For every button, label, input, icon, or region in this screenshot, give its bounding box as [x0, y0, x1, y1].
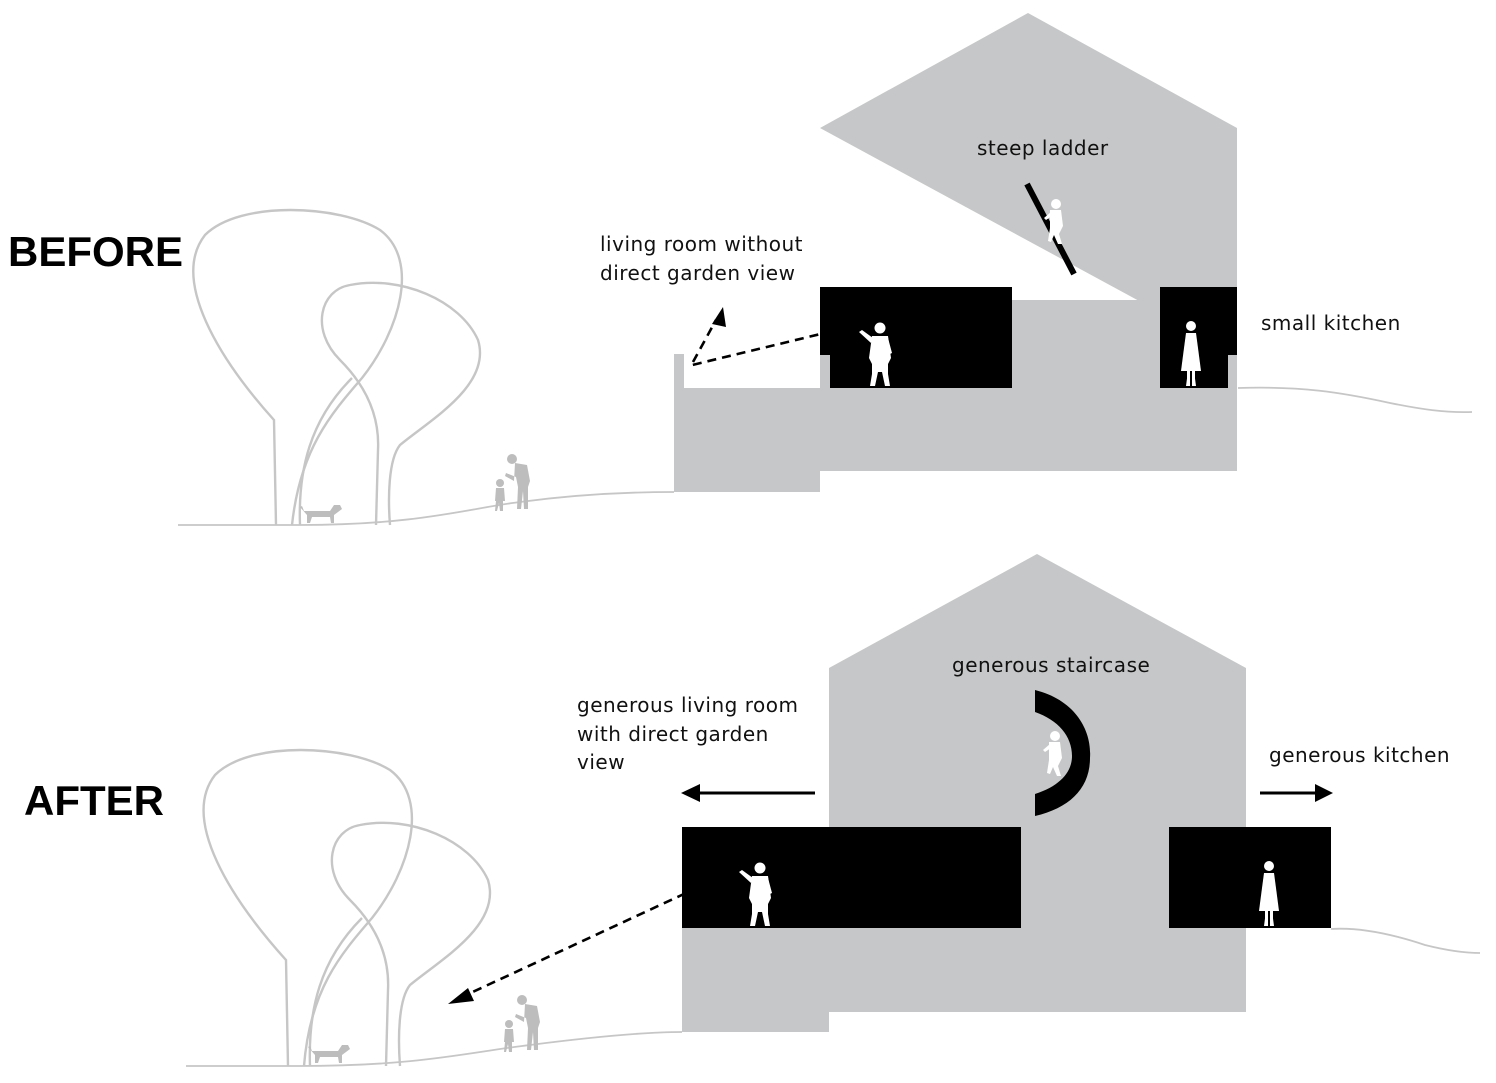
- dog-figure: [300, 505, 342, 523]
- after-house-section: [682, 554, 1246, 1032]
- before-kitchen: [1160, 287, 1237, 388]
- view-upward-line: [691, 319, 718, 363]
- after-section: AFTER generous staircase generous living…: [24, 554, 1481, 1067]
- after-ground-line: [186, 1031, 683, 1067]
- living-room-label-line2: with direct garden: [577, 722, 769, 746]
- staircase-label: generous staircase: [952, 653, 1150, 677]
- child-figure: [495, 479, 505, 511]
- before-section: BEFORE steep ladder living room without …: [8, 13, 1473, 526]
- garden-view-line: [463, 866, 741, 998]
- living-room-label-line2: direct garden view: [600, 261, 795, 285]
- before-living-room: [820, 287, 1012, 388]
- before-house-section: [674, 13, 1237, 492]
- adult-figure: [515, 995, 540, 1050]
- after-ground-right: [1330, 927, 1481, 954]
- living-room-label-line1: generous living room: [577, 693, 798, 717]
- before-ground-line: [178, 491, 675, 526]
- view-upward-arrowhead: [712, 307, 726, 327]
- dog-figure: [308, 1045, 350, 1063]
- living-room-label-line1: living room without: [600, 232, 803, 256]
- steep-ladder-label: steep ladder: [977, 136, 1109, 160]
- kitchen-label: generous kitchen: [1269, 743, 1450, 767]
- garden-view-arrowhead: [448, 988, 474, 1004]
- adult-figure: [505, 454, 530, 509]
- after-heading: AFTER: [24, 777, 164, 824]
- before-heading: BEFORE: [8, 228, 183, 275]
- small-kitchen-label: small kitchen: [1261, 311, 1401, 335]
- after-tree: [202, 748, 492, 1067]
- before-tree: [192, 208, 482, 526]
- kitchen-expand-arrowhead: [1315, 784, 1333, 802]
- after-kitchen: [1169, 827, 1331, 928]
- before-ground-right: [1237, 386, 1473, 414]
- after-living-room: [682, 827, 1021, 928]
- living-room-expand-arrowhead: [681, 784, 700, 802]
- living-room-label-line3: view: [577, 750, 625, 774]
- generous-staircase: [1035, 690, 1091, 816]
